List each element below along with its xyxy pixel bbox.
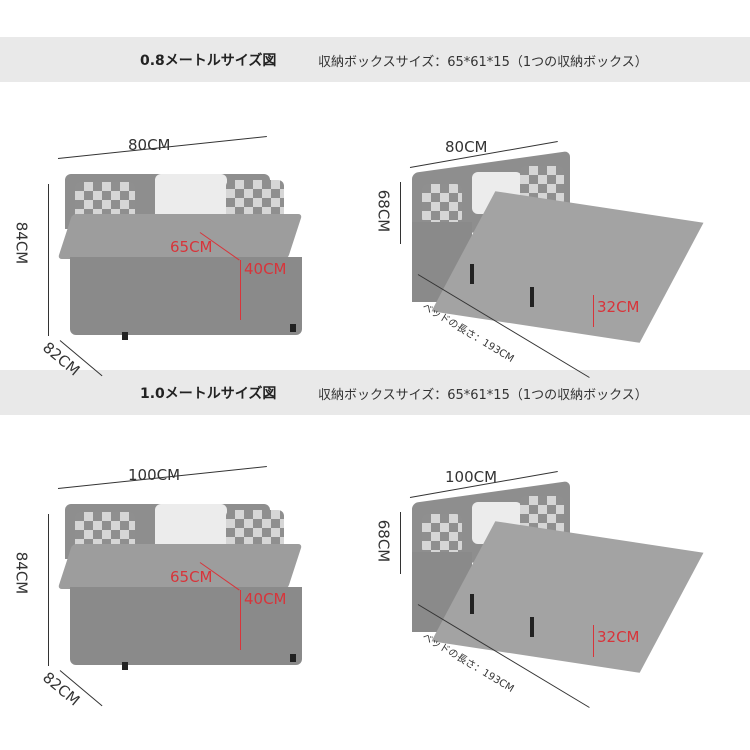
size-title: 0.8メートルサイズ図 <box>140 53 277 69</box>
size-section: 100CM 84CM 82CM 65CM 40CM 100CM 68CM ベッド… <box>0 422 750 710</box>
sofa-height-label: 84CM <box>12 221 31 265</box>
bed-height-label: 32CM <box>597 628 640 646</box>
bed-height-label: 32CM <box>597 298 640 316</box>
size-title: 1.0メートルサイズ図 <box>140 386 277 402</box>
sofa-width-label: 100CM <box>128 466 181 484</box>
bed-width-label: 100CM <box>445 468 498 486</box>
sofa-height-label: 84CM <box>12 551 31 595</box>
seat-height-label: 40CM <box>244 590 287 608</box>
size-banner-0.8m: 0.8メートルサイズ図 収納ボックスサイズ：65*61*15（1つの収納ボックス… <box>0 37 750 82</box>
sofa-width-label: 80CM <box>128 136 171 154</box>
sofa-depth-label: 82CM <box>39 668 84 710</box>
back-height-label: 68CM <box>374 189 393 233</box>
storage-size: 収納ボックスサイズ：65*61*15（1つの収納ボックス） <box>318 55 648 70</box>
seat-height-label: 40CM <box>244 260 287 278</box>
seat-depth-label: 65CM <box>170 238 213 256</box>
seat-depth-label: 65CM <box>170 568 213 586</box>
storage-size: 収納ボックスサイズ：65*61*15（1つの収納ボックス） <box>318 388 648 403</box>
size-section: 80CM 84CM 82CM 65CM 40CM 80CM 68CM ベッドの長… <box>0 92 750 380</box>
back-height-label: 68CM <box>374 519 393 563</box>
size-banner-1.0m: 1.0メートルサイズ図 収納ボックスサイズ：65*61*15（1つの収納ボックス… <box>0 370 750 415</box>
bed-width-label: 80CM <box>445 138 488 156</box>
